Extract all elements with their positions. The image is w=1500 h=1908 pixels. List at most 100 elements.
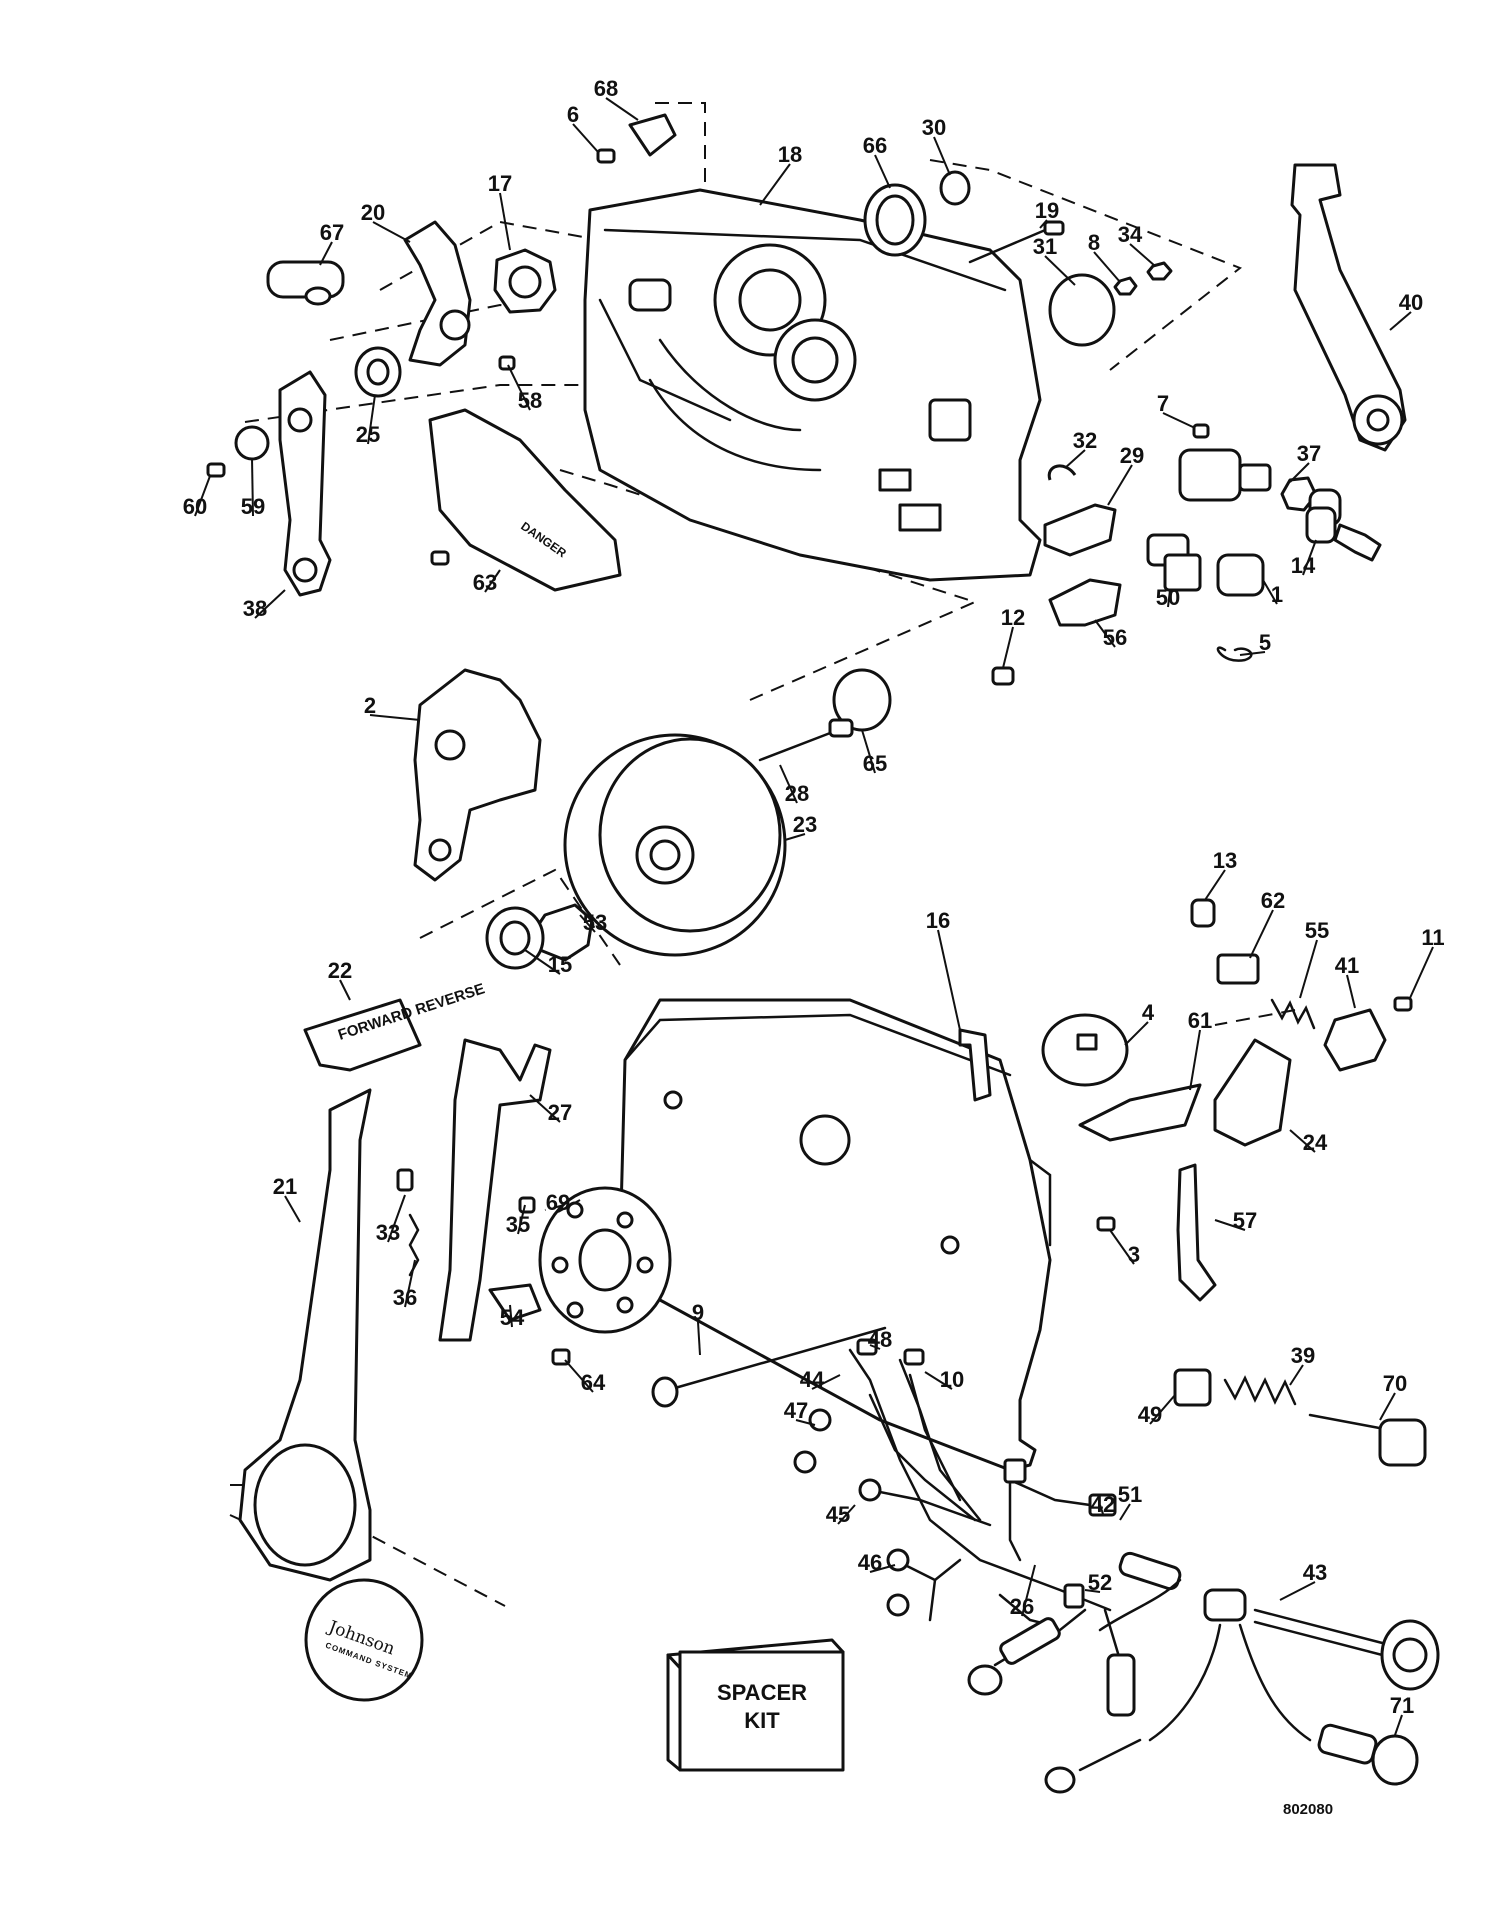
callout-leader bbox=[937, 929, 961, 1031]
callout-leader bbox=[869, 1564, 896, 1573]
callout-number: 16 bbox=[926, 908, 950, 933]
callout-leader bbox=[795, 1419, 816, 1426]
callout-leader bbox=[1289, 1129, 1316, 1153]
callout-leader bbox=[874, 154, 891, 189]
callout-number: 67 bbox=[320, 220, 344, 245]
callout-number: 36 bbox=[393, 1285, 417, 1310]
callout-number: 42 bbox=[1091, 1492, 1115, 1517]
cover-housing bbox=[618, 998, 1052, 1472]
callout-leader bbox=[1084, 1589, 1101, 1593]
callout-number: 20 bbox=[361, 200, 385, 225]
callout-number: 25 bbox=[356, 422, 380, 447]
callout-number: 70 bbox=[1383, 1371, 1407, 1396]
callout-number: 27 bbox=[548, 1100, 572, 1125]
callout-number: 21 bbox=[273, 1174, 297, 1199]
wiring-harness bbox=[793, 1338, 1440, 1794]
johnson-logo-disc: Johnson COMMAND SYSTEM bbox=[304, 1578, 424, 1702]
callout-leader bbox=[1214, 1219, 1246, 1231]
callout-leader bbox=[194, 475, 211, 517]
callout-number: 26 bbox=[1010, 1594, 1034, 1619]
callout-leader bbox=[1346, 974, 1356, 1009]
callout-number: 1 bbox=[1271, 582, 1283, 607]
callout-number: 65 bbox=[863, 751, 887, 776]
callout-leader bbox=[1299, 939, 1318, 999]
callout-leader bbox=[1289, 1364, 1304, 1386]
callout-leader bbox=[572, 123, 599, 153]
callout-leader bbox=[1119, 1503, 1131, 1521]
callout-leader bbox=[869, 1344, 881, 1350]
callout-number: 39 bbox=[1291, 1343, 1315, 1368]
callout-number: 69 bbox=[546, 1190, 570, 1215]
callout-number: 17 bbox=[488, 171, 512, 196]
callout-leader bbox=[251, 457, 254, 517]
callout-leader bbox=[605, 97, 639, 121]
callout-leader bbox=[1409, 946, 1434, 999]
callout-leader bbox=[837, 1504, 856, 1525]
callout-leader bbox=[484, 569, 501, 593]
callout-leader bbox=[284, 1195, 301, 1223]
callout-number: 23 bbox=[793, 812, 817, 837]
callout-leader bbox=[1389, 311, 1412, 331]
callout-number: 40 bbox=[1399, 290, 1423, 315]
callout-leader bbox=[1094, 619, 1116, 648]
callout-leader bbox=[1093, 251, 1121, 283]
callout-leader bbox=[1099, 1504, 1104, 1515]
callout-leader bbox=[557, 1199, 581, 1213]
callout-leader bbox=[811, 1374, 841, 1390]
callout-number: 46 bbox=[858, 1550, 882, 1575]
callout-number: 2 bbox=[364, 693, 376, 718]
spacer-kit-label-line2: KIT bbox=[744, 1708, 780, 1733]
callout-number: 38 bbox=[243, 596, 267, 621]
callout-number: 64 bbox=[581, 1370, 606, 1395]
callout-number: 7 bbox=[1157, 391, 1169, 416]
callout-leader bbox=[387, 1194, 406, 1243]
callout-number: 30 bbox=[922, 115, 946, 140]
callout-number: 9 bbox=[692, 1300, 704, 1325]
callout-leader bbox=[1189, 1029, 1201, 1091]
callout-number: 5 bbox=[1259, 630, 1271, 655]
callout-number: 3 bbox=[1128, 1242, 1140, 1267]
callout-number: 49 bbox=[1138, 1402, 1162, 1427]
callout-number: 43 bbox=[1303, 1560, 1327, 1585]
callout-leader bbox=[372, 221, 411, 243]
diagram-reference-number: 802080 bbox=[1283, 1801, 1333, 1818]
callout-leader bbox=[579, 914, 596, 933]
callout-leader bbox=[564, 1359, 594, 1393]
callout-number: 41 bbox=[1335, 953, 1359, 978]
callout-leader bbox=[254, 589, 286, 619]
callout-leader bbox=[1021, 1564, 1036, 1617]
parts-upper-left: DANGER bbox=[206, 113, 1173, 597]
callout-number: 35 bbox=[506, 1212, 530, 1237]
callout-leader bbox=[369, 714, 421, 721]
callout-leader bbox=[1162, 412, 1196, 429]
callout-leader bbox=[1302, 539, 1317, 576]
callout-leader bbox=[1107, 464, 1133, 506]
callout-leader bbox=[924, 1371, 953, 1390]
callout-leader bbox=[1262, 579, 1278, 605]
callout-leader bbox=[759, 163, 791, 206]
callout-number: 55 bbox=[1305, 918, 1329, 943]
callout-number: 66 bbox=[863, 133, 887, 158]
parts-lower-right bbox=[958, 898, 1427, 1467]
callout-number: 71 bbox=[1390, 1693, 1414, 1718]
callout-number: 51 bbox=[1118, 1482, 1142, 1507]
callout-number: 14 bbox=[1291, 553, 1316, 578]
callout-number: 6 bbox=[567, 102, 579, 127]
callout-number: 8 bbox=[1088, 230, 1100, 255]
callout-number: 29 bbox=[1120, 443, 1144, 468]
callout-number: 32 bbox=[1073, 428, 1097, 453]
callout-number: 58 bbox=[518, 388, 542, 413]
callout-leader bbox=[1064, 449, 1086, 469]
callout-number: 13 bbox=[1213, 848, 1237, 873]
callout-number: 22 bbox=[328, 958, 352, 983]
callout-number: 10 bbox=[940, 1367, 964, 1392]
callout-number: 44 bbox=[800, 1367, 825, 1392]
callout-number: 54 bbox=[500, 1305, 525, 1330]
callout-leader bbox=[1289, 462, 1310, 483]
callout-leader bbox=[1149, 1394, 1176, 1425]
callout-number: 57 bbox=[1233, 1208, 1257, 1233]
callout-number: 4 bbox=[1142, 1000, 1155, 1025]
callout-leader bbox=[509, 1304, 513, 1328]
